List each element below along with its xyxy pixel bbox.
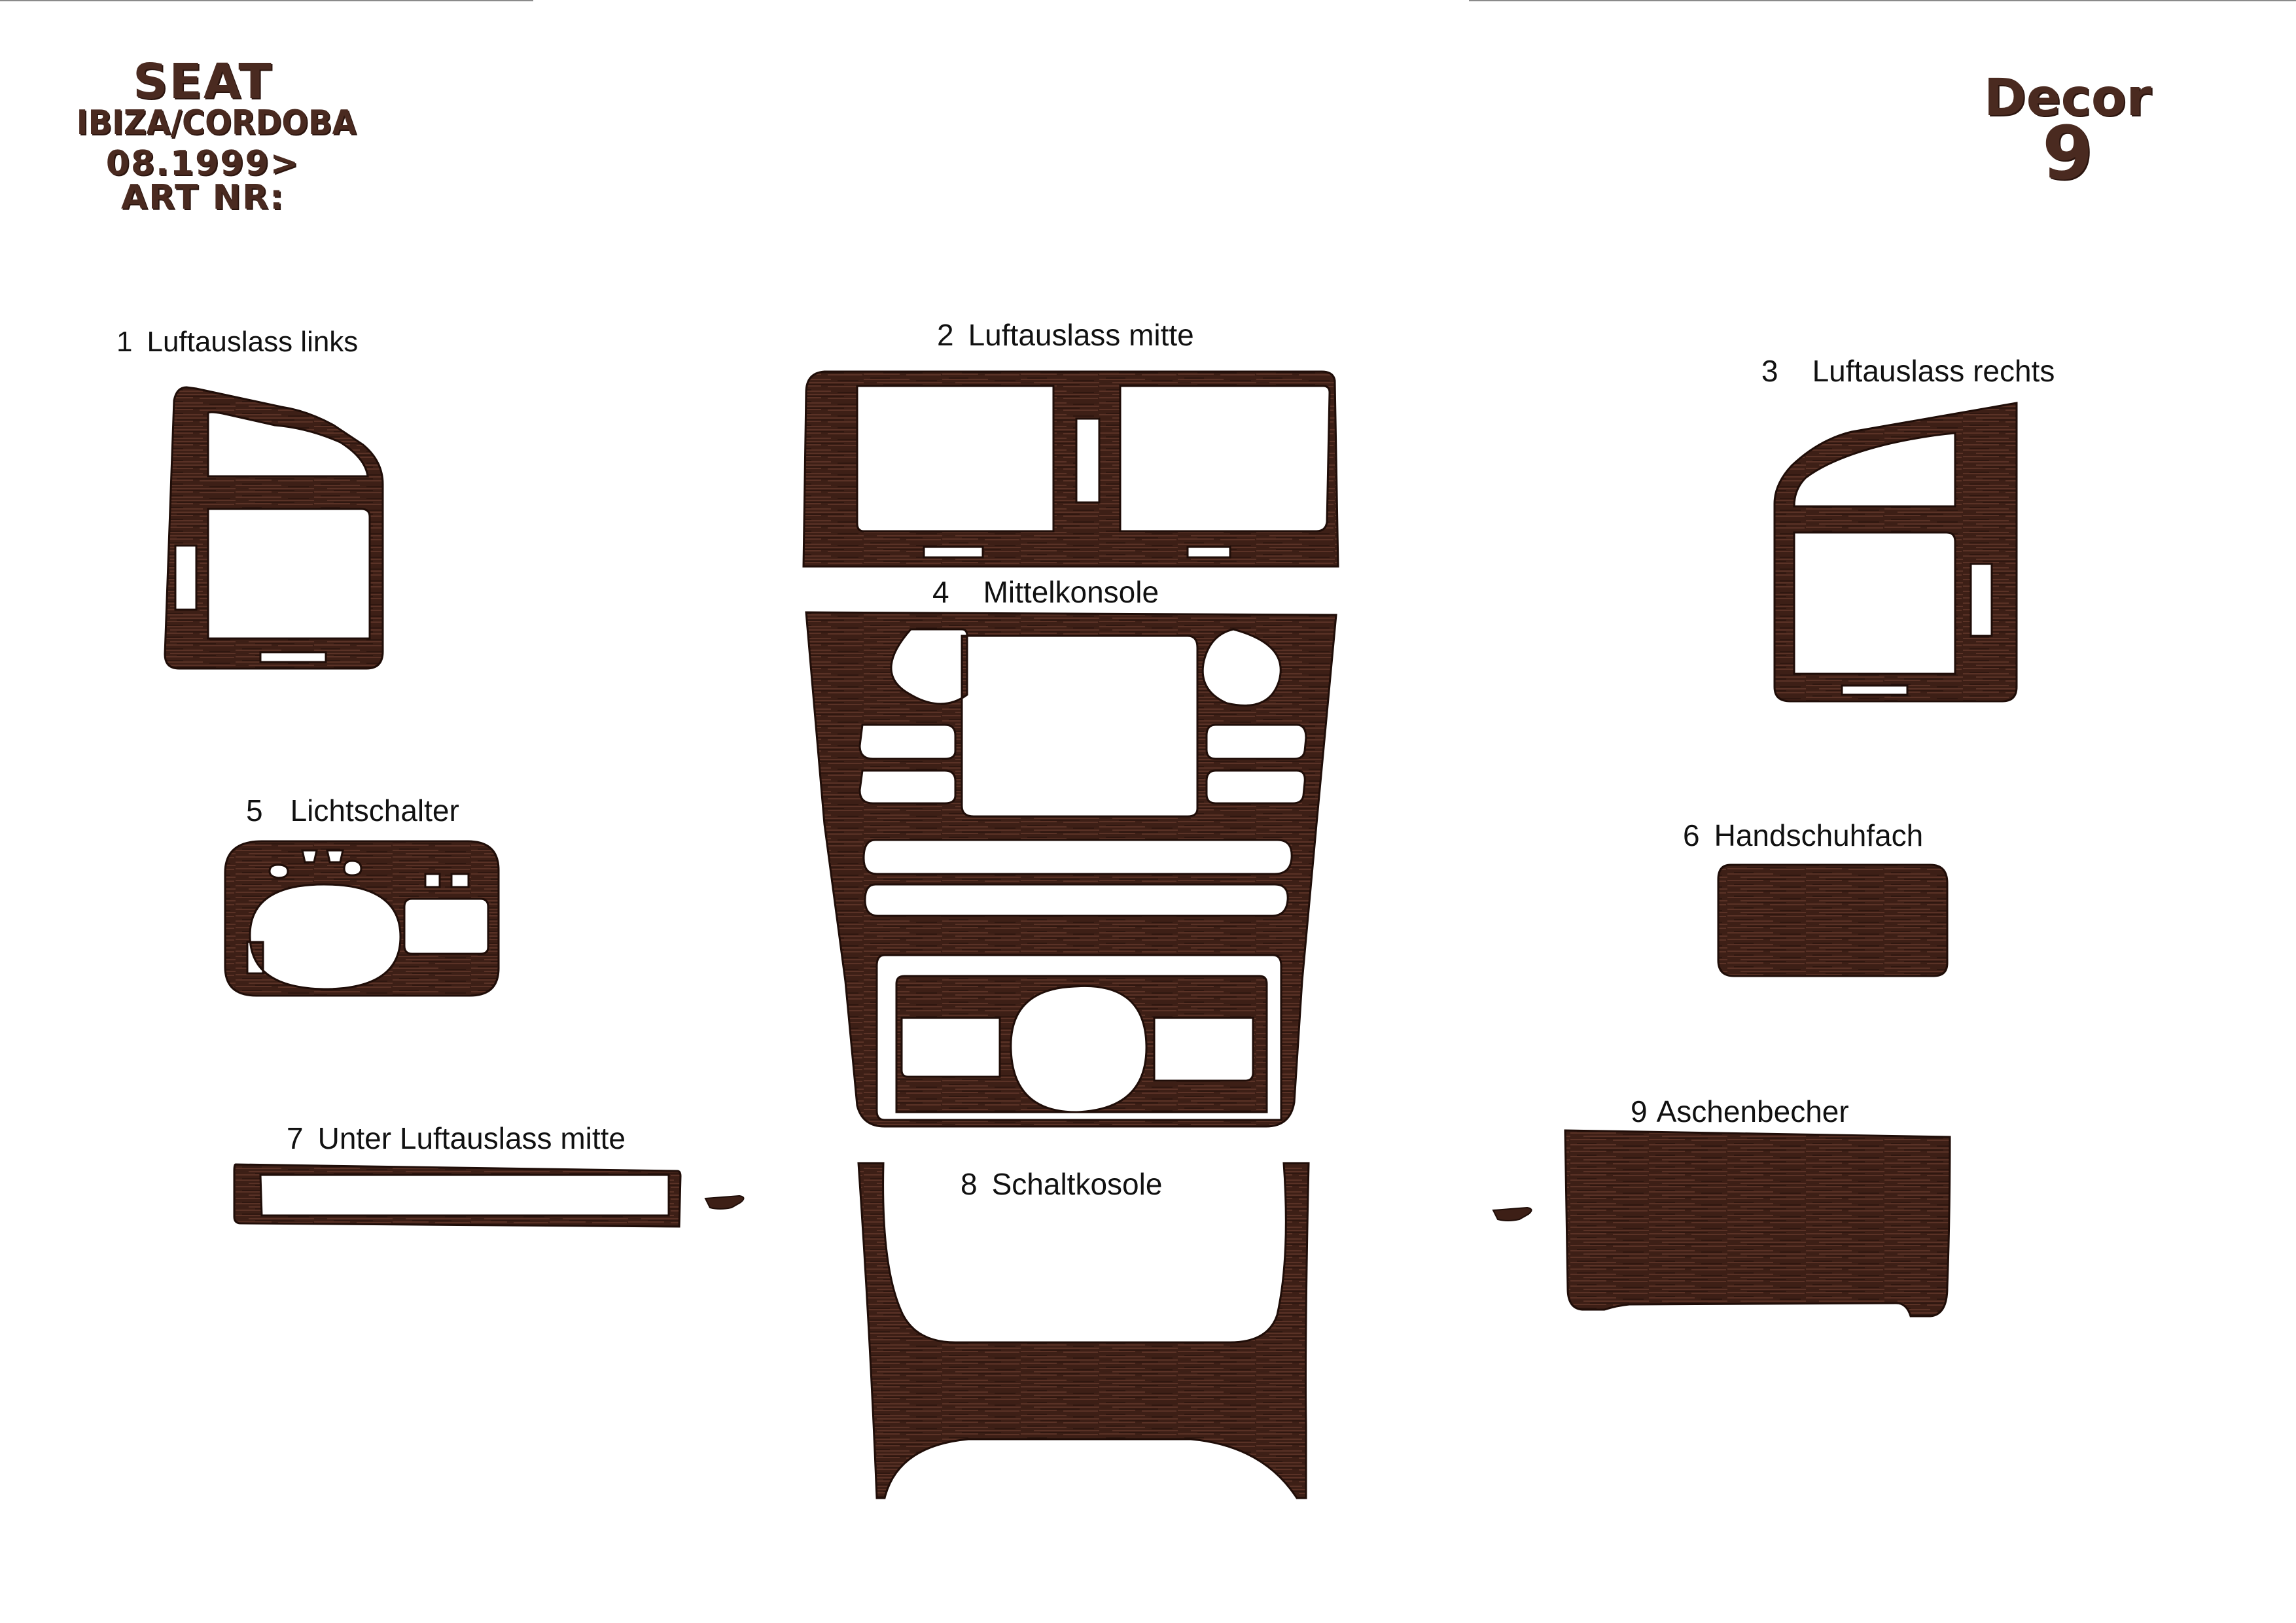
top-rule-left — [0, 0, 533, 1]
part-name: Luftauslass mitte — [968, 318, 1194, 352]
part-label-6: 6 Handschuhfach — [1683, 818, 1923, 853]
clip-left — [704, 1195, 745, 1210]
part-name: Luftauslass links — [147, 326, 359, 358]
part-name: Lichtschalter — [290, 794, 459, 828]
decor-badge: Decor 9 — [1976, 69, 2159, 197]
vehicle-make: SEAT — [133, 54, 273, 110]
part-name: Handschuhfach — [1714, 818, 1924, 852]
part-number: 8 — [961, 1167, 978, 1201]
vehicle-date: 08.1999> — [105, 144, 300, 183]
decor-number: 9 — [2042, 111, 2093, 197]
vehicle-info: SEAT IBIZA/CORDOBA 08.1999> ART NR: — [65, 54, 357, 217]
decor-word: Decor — [1984, 69, 2151, 128]
part-name: Schaltkosole — [991, 1167, 1163, 1201]
part-label-2: 2 Luftauslass mitte — [937, 317, 1194, 353]
top-rule-right — [1469, 0, 2296, 1]
part-7-shape — [233, 1163, 682, 1228]
part-label-7: 7 Unter Luftauslass mitte — [287, 1121, 626, 1156]
part-number: 1 — [116, 326, 133, 358]
part-number: 5 — [246, 794, 263, 828]
part-number: 9 — [1631, 1094, 1648, 1128]
part-3-shape — [1773, 402, 2018, 703]
part-number: 3 — [1761, 354, 1778, 388]
part-label-1: 1 Luftauslass links — [116, 326, 358, 358]
part-label-8: 8 Schaltkosole — [961, 1166, 1162, 1202]
part-name: Unter Luftauslass mitte — [317, 1121, 626, 1155]
part-number: 6 — [1683, 818, 1700, 852]
vehicle-model: IBIZA/CORDOBA — [76, 103, 357, 143]
part-label-4: 4 Mittelkonsole — [932, 574, 1159, 610]
part-8-shape — [857, 1162, 1310, 1499]
part-name: Aschenbecher — [1656, 1094, 1849, 1128]
part-9-shape — [1564, 1129, 1951, 1318]
part-5-shape — [224, 840, 500, 997]
part-number: 4 — [932, 575, 949, 609]
article-number: ART NR: — [121, 178, 285, 217]
part-label-5: 5 Lichtschalter — [246, 793, 459, 828]
part-name: Luftauslass rechts — [1812, 354, 2055, 388]
part-6-shape — [1717, 864, 1949, 977]
part-name: Mittelkonsole — [983, 575, 1159, 609]
clip-right — [1492, 1206, 1532, 1221]
part-1-shape — [164, 386, 384, 670]
part-2-shape — [802, 370, 1339, 568]
part-label-3: 3 Luftauslass rechts — [1761, 353, 2055, 389]
part-number: 7 — [287, 1121, 304, 1155]
part-4-shape — [805, 611, 1337, 1128]
part-number: 2 — [937, 318, 954, 352]
